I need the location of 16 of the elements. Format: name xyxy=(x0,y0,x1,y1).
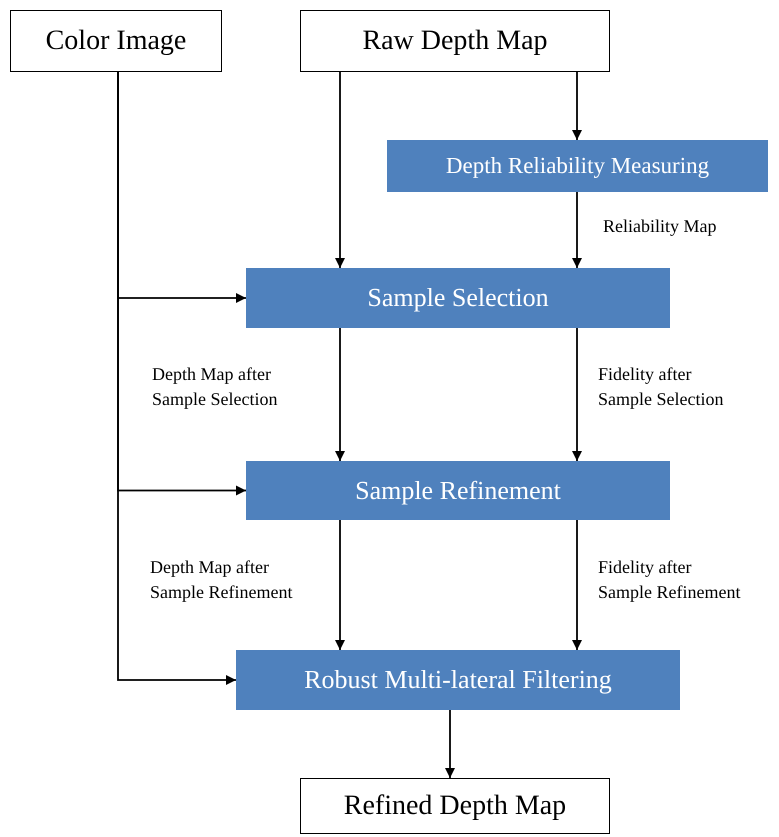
arrow xyxy=(572,328,582,461)
arrow xyxy=(572,72,582,140)
arrow xyxy=(572,192,582,268)
arrow xyxy=(335,328,345,461)
data-box: Refined Depth Map xyxy=(300,778,610,834)
arrow xyxy=(445,710,455,778)
process-box: Sample Refinement xyxy=(246,461,670,520)
process-box: Robust Multi-lateral Filtering xyxy=(236,650,680,710)
process-box: Sample Selection xyxy=(246,268,670,328)
data-box: Raw Depth Map xyxy=(300,10,610,72)
arrow xyxy=(335,520,345,650)
arrow xyxy=(572,520,582,650)
process-box: Depth Reliability Measuring xyxy=(387,140,768,192)
data-box: Color Image xyxy=(10,10,222,72)
arrow xyxy=(117,72,236,685)
arrow xyxy=(335,72,345,268)
